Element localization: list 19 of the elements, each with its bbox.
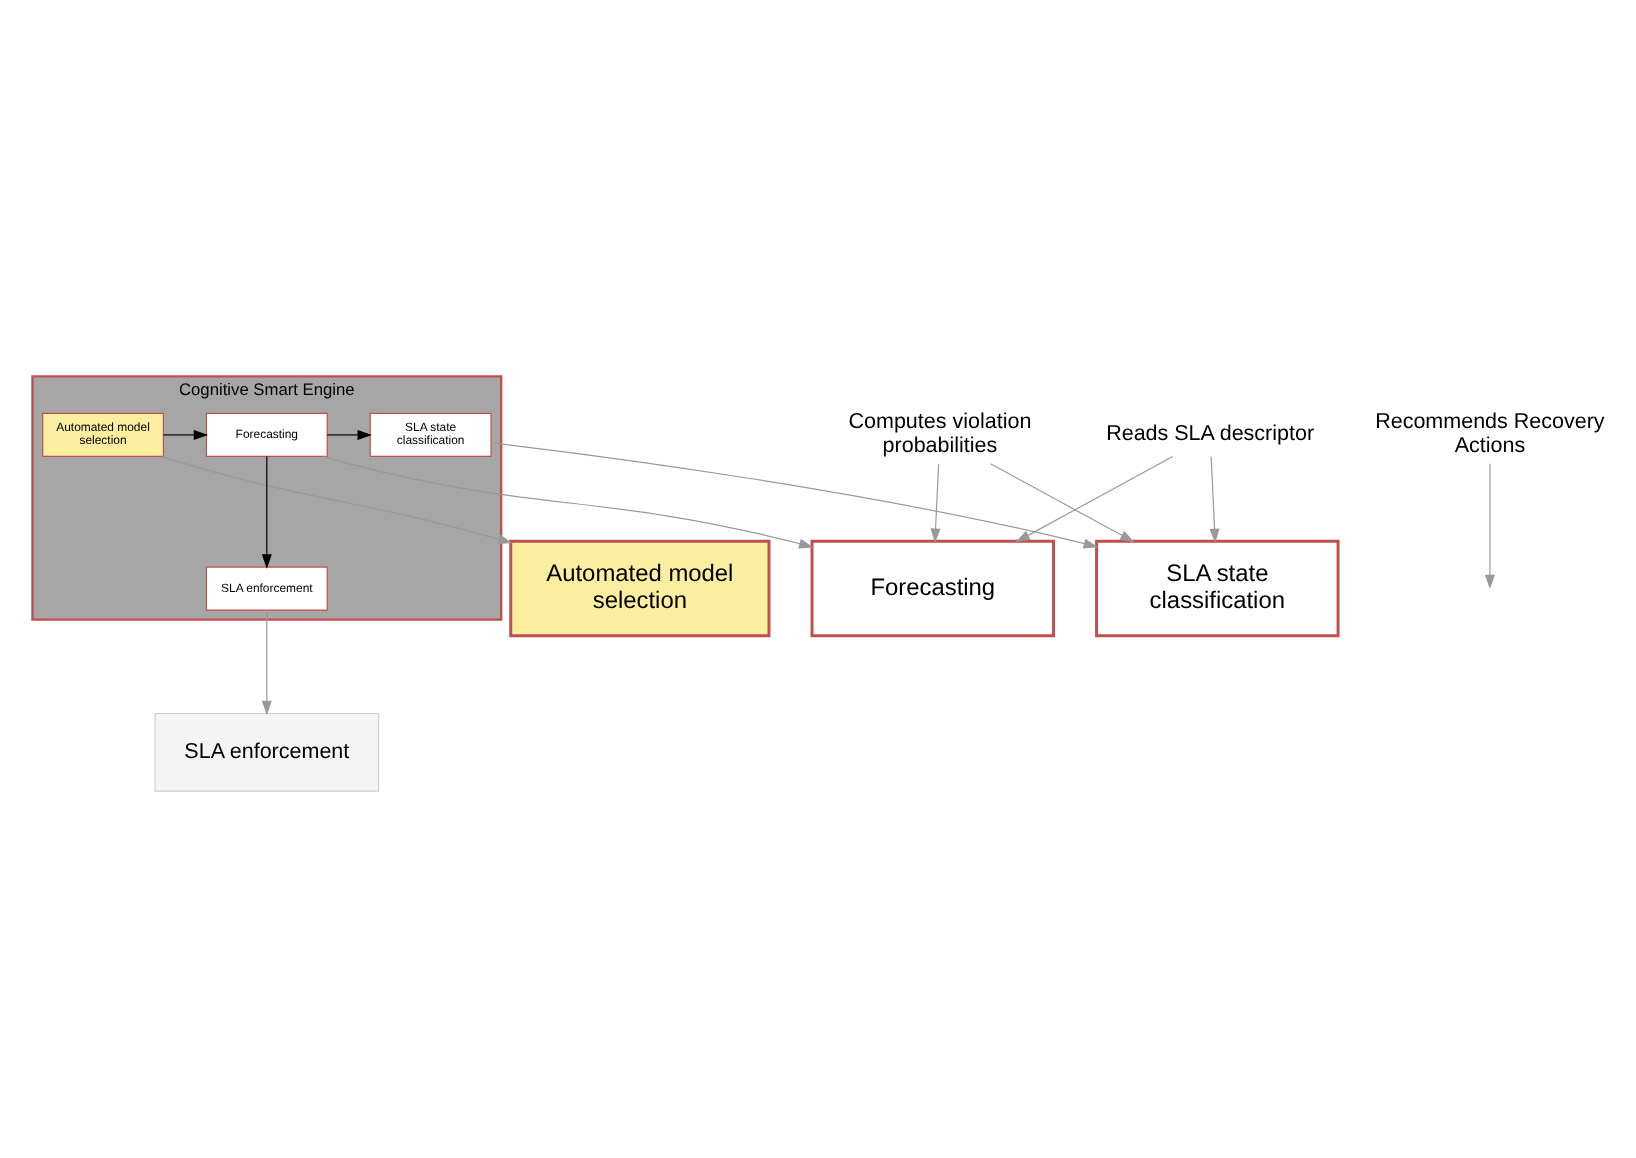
arrow: [930, 463, 941, 543]
node-text: Computes violation probabilities: [848, 410, 1032, 459]
arrow: [261, 609, 272, 716]
node-box: Forecasting: [810, 539, 1056, 638]
arrow: [160, 455, 513, 545]
arrow: [322, 455, 814, 549]
arrow: [989, 463, 1135, 543]
node-box: SLA enforcement: [154, 712, 380, 792]
arrow: [490, 442, 1098, 549]
node-box: Automated model selection: [509, 539, 771, 638]
arrow: [261, 455, 272, 569]
node-box: SLA state classification: [1095, 539, 1340, 638]
arrow: [1015, 455, 1174, 543]
node-text: Recommends Recovery Actions: [1375, 410, 1605, 459]
arrow: [1209, 455, 1220, 544]
arrow: [1484, 463, 1495, 590]
arrow: [326, 429, 372, 440]
node-text: Reads SLA descriptor: [1106, 422, 1315, 447]
arrow: [162, 429, 209, 440]
